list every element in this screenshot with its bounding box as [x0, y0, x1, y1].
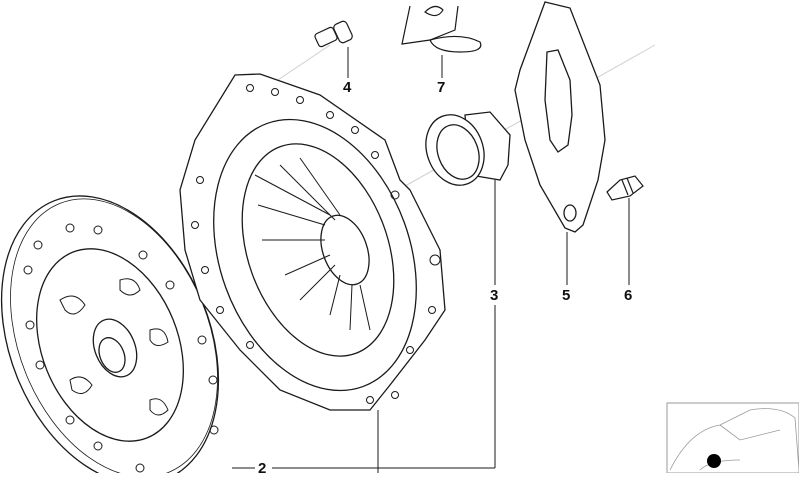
callout-4: 4 [343, 79, 352, 96]
callout-2: 2 [258, 460, 267, 477]
callout-3: 3 [490, 287, 499, 304]
bolt-drawing [314, 20, 353, 48]
pivot-pin-drawing [606, 175, 644, 201]
callout-5: 5 [562, 287, 571, 304]
spring-clip-drawing [401, 5, 482, 53]
callout-7: 7 [437, 79, 446, 96]
release-bearing-drawing [425, 111, 511, 186]
pressure-plate-drawing [179, 73, 446, 411]
vehicle-location-thumbnail [666, 402, 799, 473]
leader-lines [232, 47, 630, 473]
location-marker-dot [707, 454, 721, 468]
release-lever-drawing [514, 1, 606, 233]
callout-6: 6 [624, 287, 633, 304]
